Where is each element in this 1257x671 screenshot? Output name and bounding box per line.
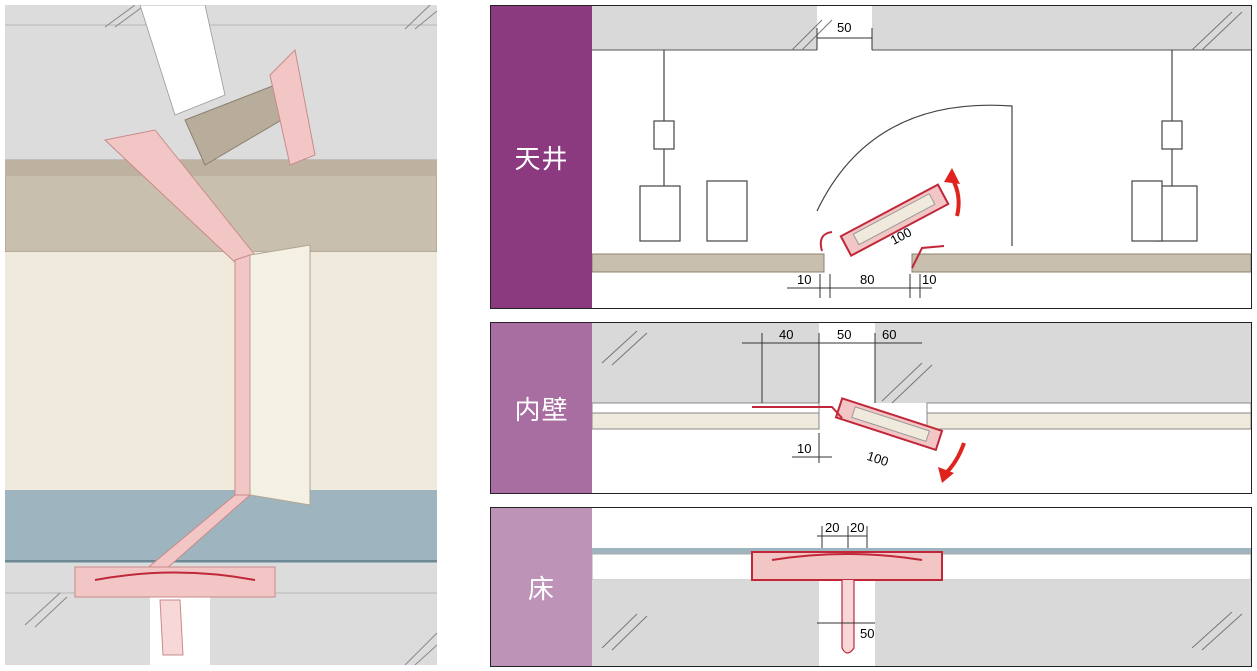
dim-tilt: 100 (865, 448, 890, 469)
dim-top-gap: 50 (837, 20, 851, 35)
dim-right: 60 (882, 327, 896, 342)
dim-center: 80 (860, 272, 874, 287)
dim-left: 40 (779, 327, 793, 342)
wall-panel (5, 252, 437, 490)
floor-section: 床 20 20 50 (490, 507, 1252, 667)
ceiling-label: 天井 (491, 6, 592, 308)
floor-joint-drawing: 20 20 50 (592, 520, 1251, 666)
expansion-joint-illustration (5, 5, 437, 665)
dim-left: 20 (825, 520, 839, 535)
dim-offset: 10 (797, 441, 811, 456)
wall-section: 内壁 40 50 60 10 100 (490, 322, 1252, 494)
rotate-down-arrow-icon (942, 442, 966, 477)
floor-surface (5, 490, 437, 563)
dim-right: 10 (922, 272, 936, 287)
dim-gap: 50 (860, 626, 874, 641)
ceiling-section: 天井 (490, 5, 1252, 309)
wall-label: 内壁 (491, 323, 592, 493)
dim-center: 50 (837, 327, 851, 342)
ceiling-joint-drawing: 50 10 80 10 100 (592, 6, 1251, 298)
floor-label: 床 (491, 508, 592, 666)
dim-left: 10 (797, 272, 811, 287)
dim-right: 20 (850, 520, 864, 535)
wall-joint-drawing: 40 50 60 10 100 (592, 323, 1251, 483)
